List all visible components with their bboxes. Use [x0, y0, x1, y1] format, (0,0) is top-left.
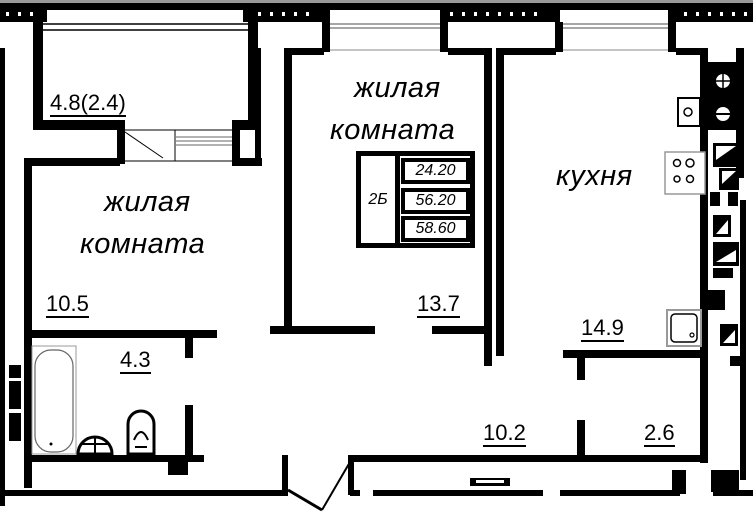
pipe-box — [711, 470, 739, 492]
balcony-walls — [33, 22, 258, 130]
riser-pipe — [168, 455, 188, 475]
wall-ventilation — [9, 365, 21, 441]
living-area-value: 24.20 — [401, 158, 470, 184]
bathtub-icon — [31, 345, 77, 455]
apartment-spec-table: 2Б 24.20 56.20 58.60 — [356, 151, 475, 248]
stove-icon — [664, 151, 706, 195]
entry-door — [287, 461, 351, 512]
living-room-1-label-line1: жилая — [104, 186, 191, 218]
total-with-balcony-value: 58.60 — [401, 216, 470, 242]
living-room-2-label-line2: комната — [330, 114, 456, 146]
apartment-type: 2Б — [361, 156, 400, 243]
balcony-area: 4.8(2.4) — [50, 90, 126, 117]
kitchen-equipment — [677, 62, 739, 130]
living-room-2-area: 13.7 — [417, 291, 460, 318]
kitchen-sink-icon — [666, 309, 702, 347]
storage-area: 2.6 — [644, 420, 675, 447]
toilet-icon — [126, 409, 156, 456]
interior-walls — [0, 48, 753, 506]
kitchen-label: кухня — [556, 160, 633, 192]
living-room-1-area: 10.5 — [46, 291, 89, 318]
sink-icon — [76, 435, 114, 456]
living-room-1-label-line2: комната — [80, 228, 206, 260]
total-area-value: 56.20 — [401, 188, 470, 214]
ventilation-ducts — [705, 143, 744, 366]
balcony-door — [117, 120, 240, 164]
hallway-area: 10.2 — [483, 420, 526, 447]
living-room-2-label-line1: жилая — [354, 72, 441, 104]
exterior-wall-top — [0, 0, 753, 22]
kitchen-area: 14.9 — [581, 315, 624, 342]
window-sills — [322, 22, 676, 52]
bathroom-area: 4.3 — [120, 347, 151, 374]
radiator — [470, 478, 510, 486]
